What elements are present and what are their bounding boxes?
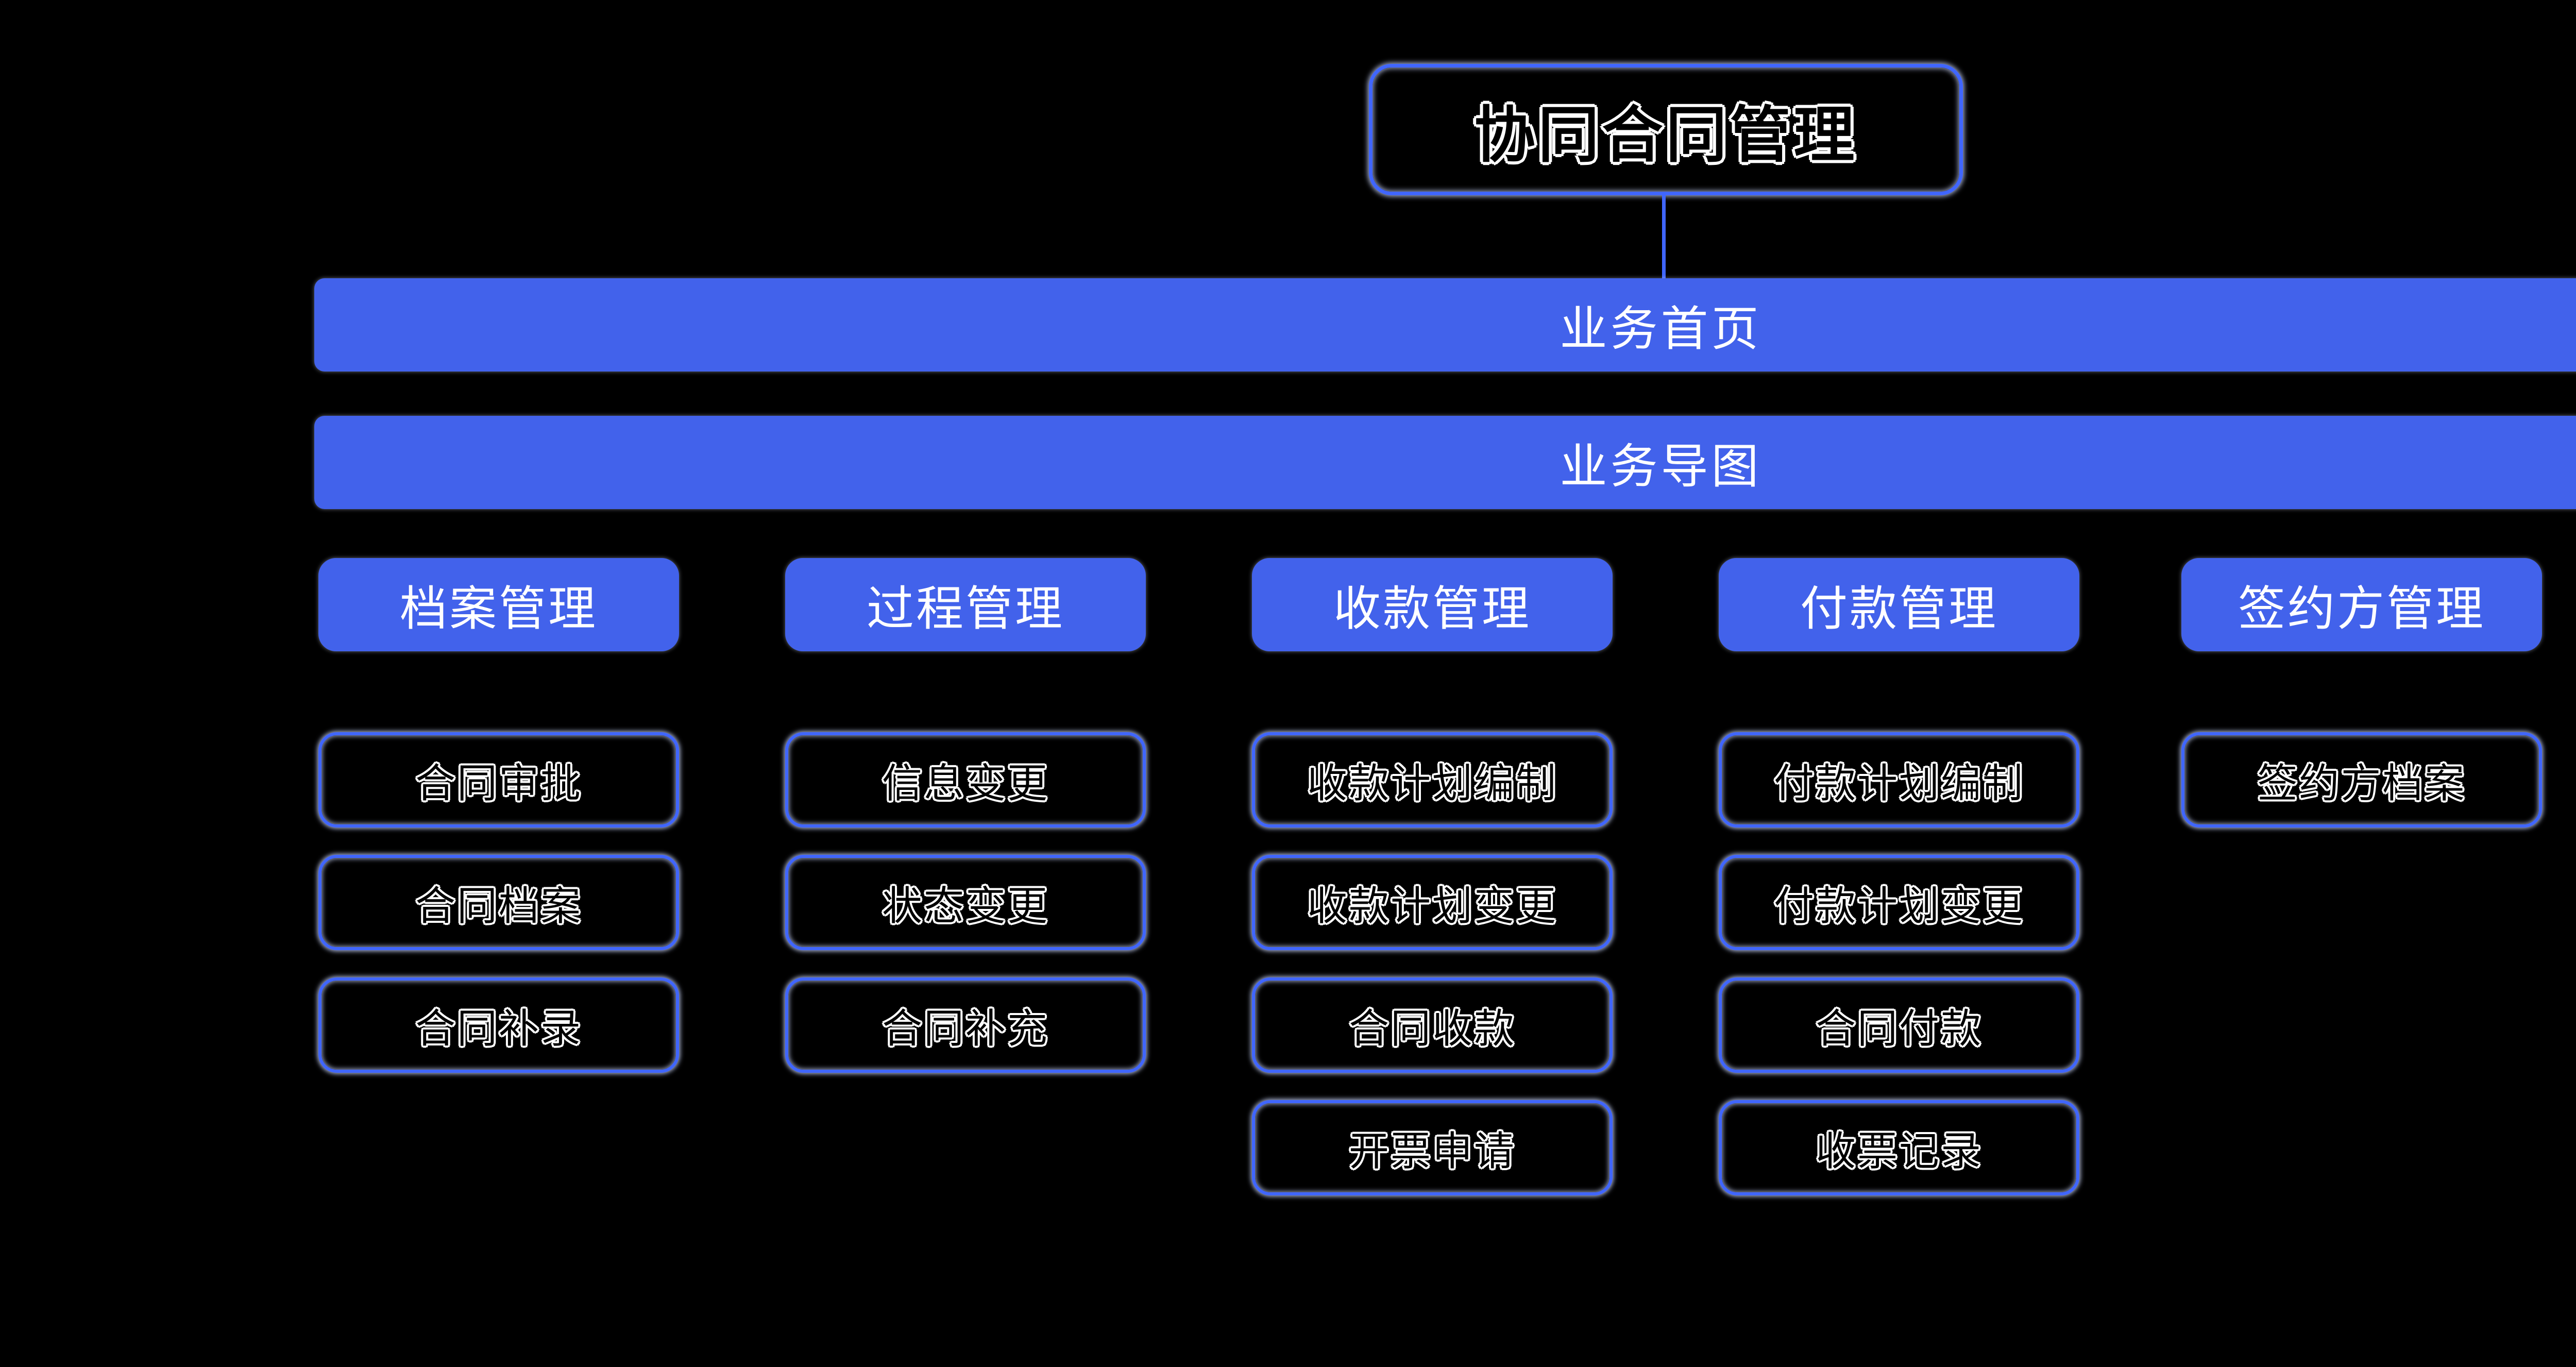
column-items: 签约方档案 [2181,732,2542,828]
column-header-label: 付款管理 [1800,581,1998,636]
diagram-column-1: 档案管理 合同审批合同档案合同补录 [318,558,679,1073]
diagram-column-5: 签约方管理 签约方档案 [2181,558,2542,828]
bar-business-map[interactable]: 业务导图 [314,416,2576,509]
diagram-column-4: 付款管理 付款计划编制付款计划变更合同付款收票记录 [1719,558,2079,1195]
diagram-node[interactable]: 合同付款 [1719,977,2079,1073]
diagram-node-label: 状态变更 [882,883,1049,930]
diagram-node-label: 付款计划变更 [1773,883,2024,930]
diagram-node-label: 收票记录 [1815,1128,1982,1175]
diagram-node[interactable]: 合同补充 [785,977,1146,1073]
bar-business-homepage[interactable]: 业务首页 [314,278,2576,372]
diagram-node[interactable]: 付款计划编制 [1719,732,2079,828]
column-items: 合同审批合同档案合同补录 [318,732,679,1073]
diagram-title: 协同合同管理 [1474,99,1858,171]
title-connector-line [1662,195,1666,279]
column-header[interactable]: 档案管理 [318,558,679,651]
diagram-column-2: 过程管理 信息变更状态变更合同补充 [785,558,1146,1073]
column-header[interactable]: 签约方管理 [2181,558,2542,651]
diagram-node-label: 签约方档案 [2257,760,2466,807]
column-items: 收款计划编制收款计划变更合同收款开票申请 [1252,732,1613,1195]
column-header-label: 过程管理 [866,581,1064,636]
diagram-node[interactable]: 合同收款 [1252,977,1613,1073]
root-node-contract-management: 协同合同管理 [1369,64,1963,195]
diagram-column-3: 收款管理 收款计划编制收款计划变更合同收款开票申请 [1252,558,1613,1195]
column-header-label: 档案管理 [399,581,598,636]
diagram-node[interactable]: 收款计划变更 [1252,855,1613,950]
diagram-node-label: 合同补充 [882,1005,1049,1052]
diagram-node[interactable]: 合同审批 [318,732,679,828]
diagram-node[interactable]: 状态变更 [785,855,1146,950]
diagram-node-label: 合同档案 [415,883,582,930]
diagram-node[interactable]: 开票申请 [1252,1100,1613,1195]
diagram-node-label: 收款计划变更 [1307,883,1557,930]
diagram-node[interactable]: 合同档案 [318,855,679,950]
column-items: 信息变更状态变更合同补充 [785,732,1146,1073]
diagram-node[interactable]: 签约方档案 [2181,732,2542,828]
diagram-node[interactable]: 收款计划编制 [1252,732,1613,828]
column-header[interactable]: 收款管理 [1252,558,1613,651]
diagram-node-label: 合同收款 [1348,1005,1516,1052]
diagram-node-label: 付款计划编制 [1773,760,2024,807]
diagram-node[interactable]: 付款计划变更 [1719,855,2079,950]
diagram-node-label: 开票申请 [1348,1128,1516,1175]
diagram-node[interactable]: 合同补录 [318,977,679,1073]
diagram-node-label: 合同补录 [415,1005,582,1052]
column-header-label: 收款管理 [1333,581,1531,636]
diagram-node-label: 合同付款 [1815,1005,1982,1052]
diagram-node-label: 合同审批 [415,760,582,807]
bar-business-map-label: 业务导图 [1560,439,1762,494]
diagram-node[interactable]: 信息变更 [785,732,1146,828]
diagram-node-label: 收款计划编制 [1307,760,1557,807]
column-items: 付款计划编制付款计划变更合同付款收票记录 [1719,732,2079,1195]
column-header[interactable]: 付款管理 [1719,558,2079,651]
column-header-label: 签约方管理 [2238,581,2485,636]
diagram-node-label: 信息变更 [882,760,1049,807]
column-header[interactable]: 过程管理 [785,558,1146,651]
diagram-node[interactable]: 收票记录 [1719,1100,2079,1195]
bar-business-homepage-label: 业务首页 [1560,301,1762,357]
